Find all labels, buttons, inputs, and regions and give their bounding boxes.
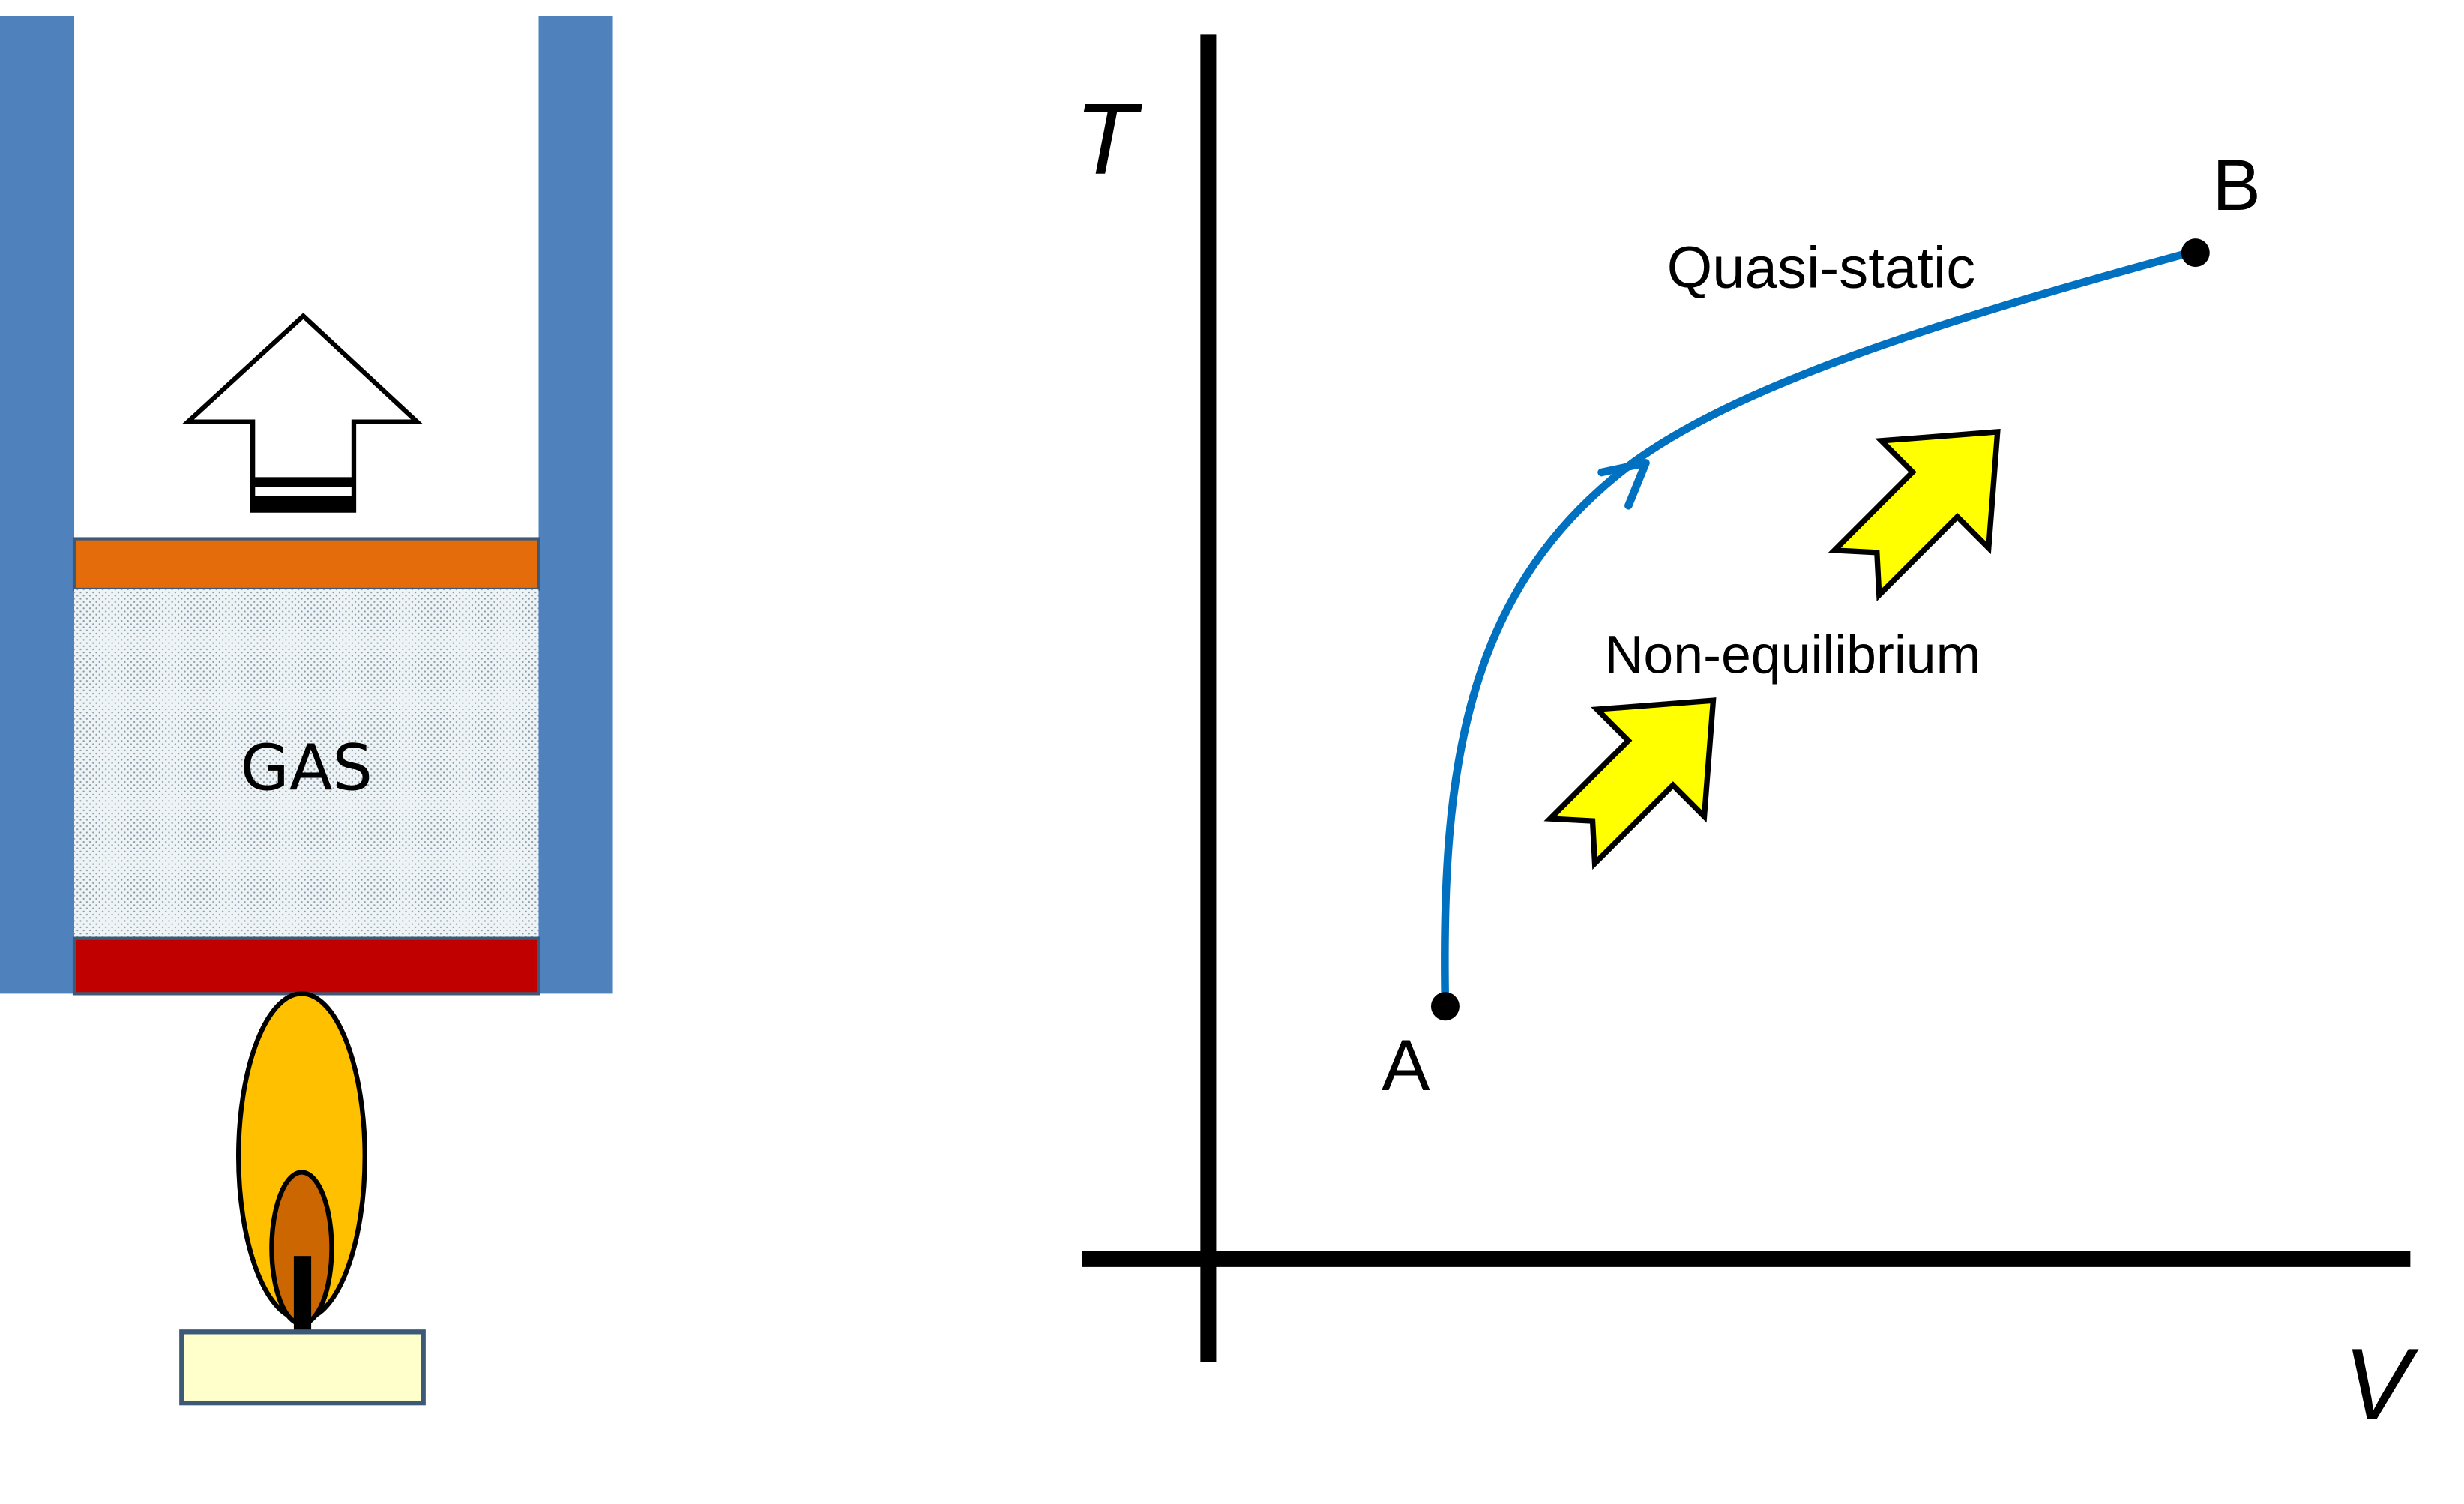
gas-label: GAS	[241, 732, 373, 805]
cylinder-left-wall	[0, 16, 75, 994]
point-b-label: B	[2212, 144, 2261, 226]
point-b-marker	[2181, 238, 2210, 268]
up-arrow-icon	[181, 313, 424, 513]
piston	[72, 537, 540, 592]
path-direction-arrow-icon	[1597, 459, 1650, 510]
x-axis-label: V	[2343, 1327, 2419, 1440]
gas-volume	[74, 589, 539, 939]
y-axis-label: T	[1075, 82, 1143, 196]
non-equilibrium-arrow-icon	[1543, 697, 1717, 870]
tv-diagram: T V A B Quasi-static Non-equilibrium	[1075, 34, 2419, 1440]
cylinder-right-wall	[538, 16, 613, 994]
point-a-label: A	[1382, 1024, 1430, 1106]
heated-base	[72, 936, 540, 996]
point-a-marker	[1430, 992, 1460, 1021]
burner-base	[179, 1329, 426, 1406]
non-equilibrium-label: Non-equilibrium	[1605, 625, 1981, 685]
non-equilibrium-arrow-icon	[1828, 428, 2001, 601]
piston-cylinder-diagram: GAS	[0, 16, 613, 1406]
quasi-static-label: Quasi-static	[1667, 234, 1976, 300]
flame-icon	[236, 991, 367, 1332]
